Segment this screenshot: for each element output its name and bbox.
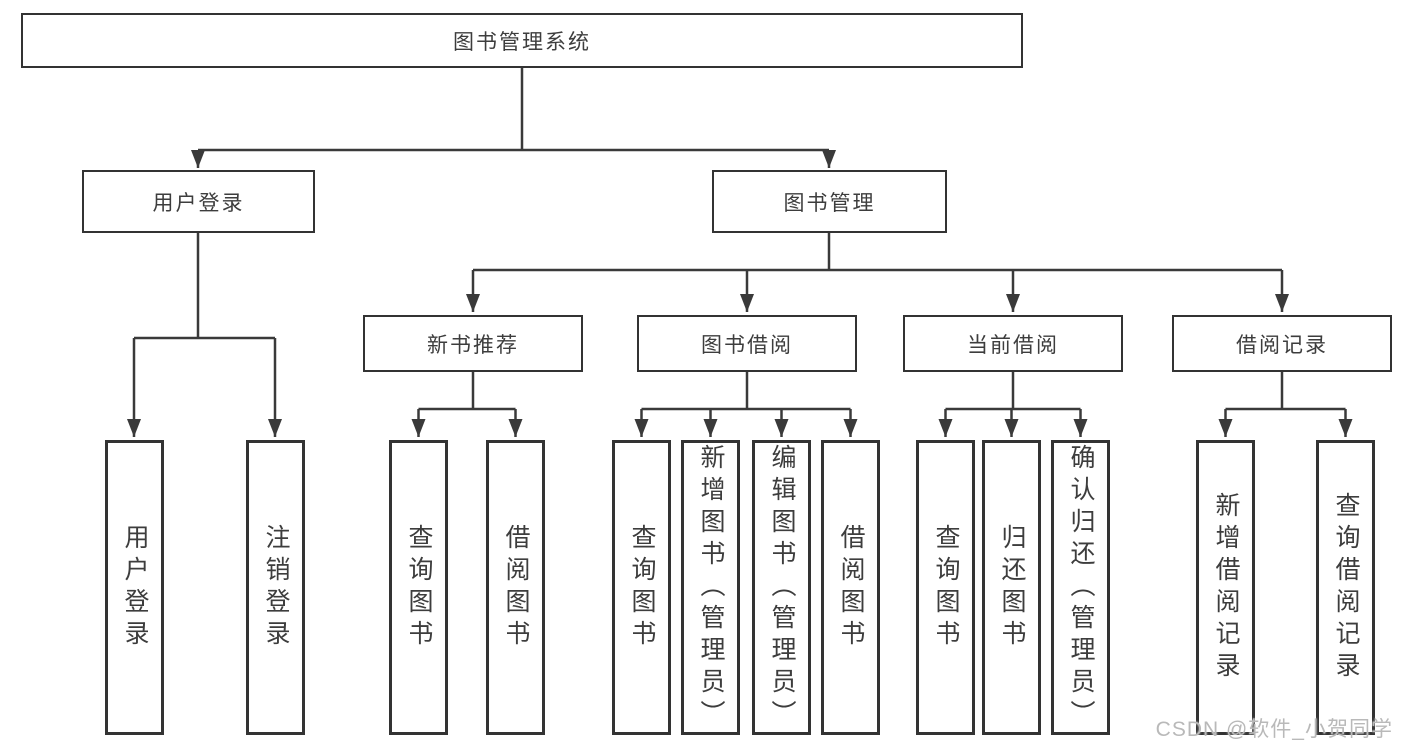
node-book-management-label: 图书管理: [783, 191, 876, 215]
leaf-query-books-recommend-label: 查询图书: [405, 523, 433, 652]
node-new-book-recommend-label: 新书推荐: [427, 333, 519, 357]
leaf-edit-books-admin: 编辑图书（管理员）: [752, 440, 811, 735]
leaf-return-books-label: 归还图书: [998, 523, 1026, 652]
leaf-logout-label: 注销登录: [262, 523, 290, 652]
leaf-add-books-admin-label: 新增图书（管理员）: [697, 443, 725, 732]
leaf-confirm-return-admin: 确认归还（管理员）: [1051, 440, 1110, 735]
leaf-user-login-label: 用户登录: [121, 523, 149, 652]
leaf-add-books-admin: 新增图书（管理员）: [681, 440, 740, 735]
node-current-borrow-label: 当前借阅: [967, 333, 1059, 357]
node-borrow-records-label: 借阅记录: [1236, 333, 1328, 357]
leaf-query-borrow-record-label: 查询借阅记录: [1332, 491, 1360, 684]
leaf-return-books: 归还图书: [982, 440, 1041, 735]
node-user-login-label: 用户登录: [152, 191, 245, 215]
node-user-login: 用户登录: [82, 170, 315, 233]
leaf-borrow-books-label: 借阅图书: [837, 523, 865, 652]
csdn-watermark: CSDN @软件_小贺同学: [1155, 718, 1393, 741]
leaf-user-login: 用户登录: [105, 440, 164, 735]
leaf-add-borrow-record-label: 新增借阅记录: [1212, 491, 1240, 684]
leaf-add-borrow-record: 新增借阅记录: [1196, 440, 1255, 735]
leaf-edit-books-admin-label: 编辑图书（管理员）: [768, 443, 796, 732]
node-borrow-records: 借阅记录: [1172, 315, 1392, 372]
leaf-confirm-return-admin-label: 确认归还（管理员）: [1067, 443, 1095, 732]
leaf-query-books-recommend: 查询图书: [389, 440, 448, 735]
leaf-borrow-books-recommend-label: 借阅图书: [502, 523, 530, 652]
leaf-query-books-borrow-label: 查询图书: [628, 523, 656, 652]
node-new-book-recommend: 新书推荐: [363, 315, 583, 372]
leaf-query-books-current: 查询图书: [916, 440, 975, 735]
node-book-borrow: 图书借阅: [637, 315, 857, 372]
node-root: 图书管理系统: [21, 13, 1023, 68]
leaf-query-books-current-label: 查询图书: [932, 523, 960, 652]
leaf-query-books-borrow: 查询图书: [612, 440, 671, 735]
leaf-query-borrow-record: 查询借阅记录: [1316, 440, 1375, 735]
node-root-label: 图书管理系统: [453, 30, 591, 54]
leaf-borrow-books-recommend: 借阅图书: [486, 440, 545, 735]
node-current-borrow: 当前借阅: [903, 315, 1123, 372]
leaf-borrow-books: 借阅图书: [821, 440, 880, 735]
node-book-borrow-label: 图书借阅: [701, 333, 793, 357]
leaf-logout: 注销登录: [246, 440, 305, 735]
node-book-management: 图书管理: [712, 170, 947, 233]
